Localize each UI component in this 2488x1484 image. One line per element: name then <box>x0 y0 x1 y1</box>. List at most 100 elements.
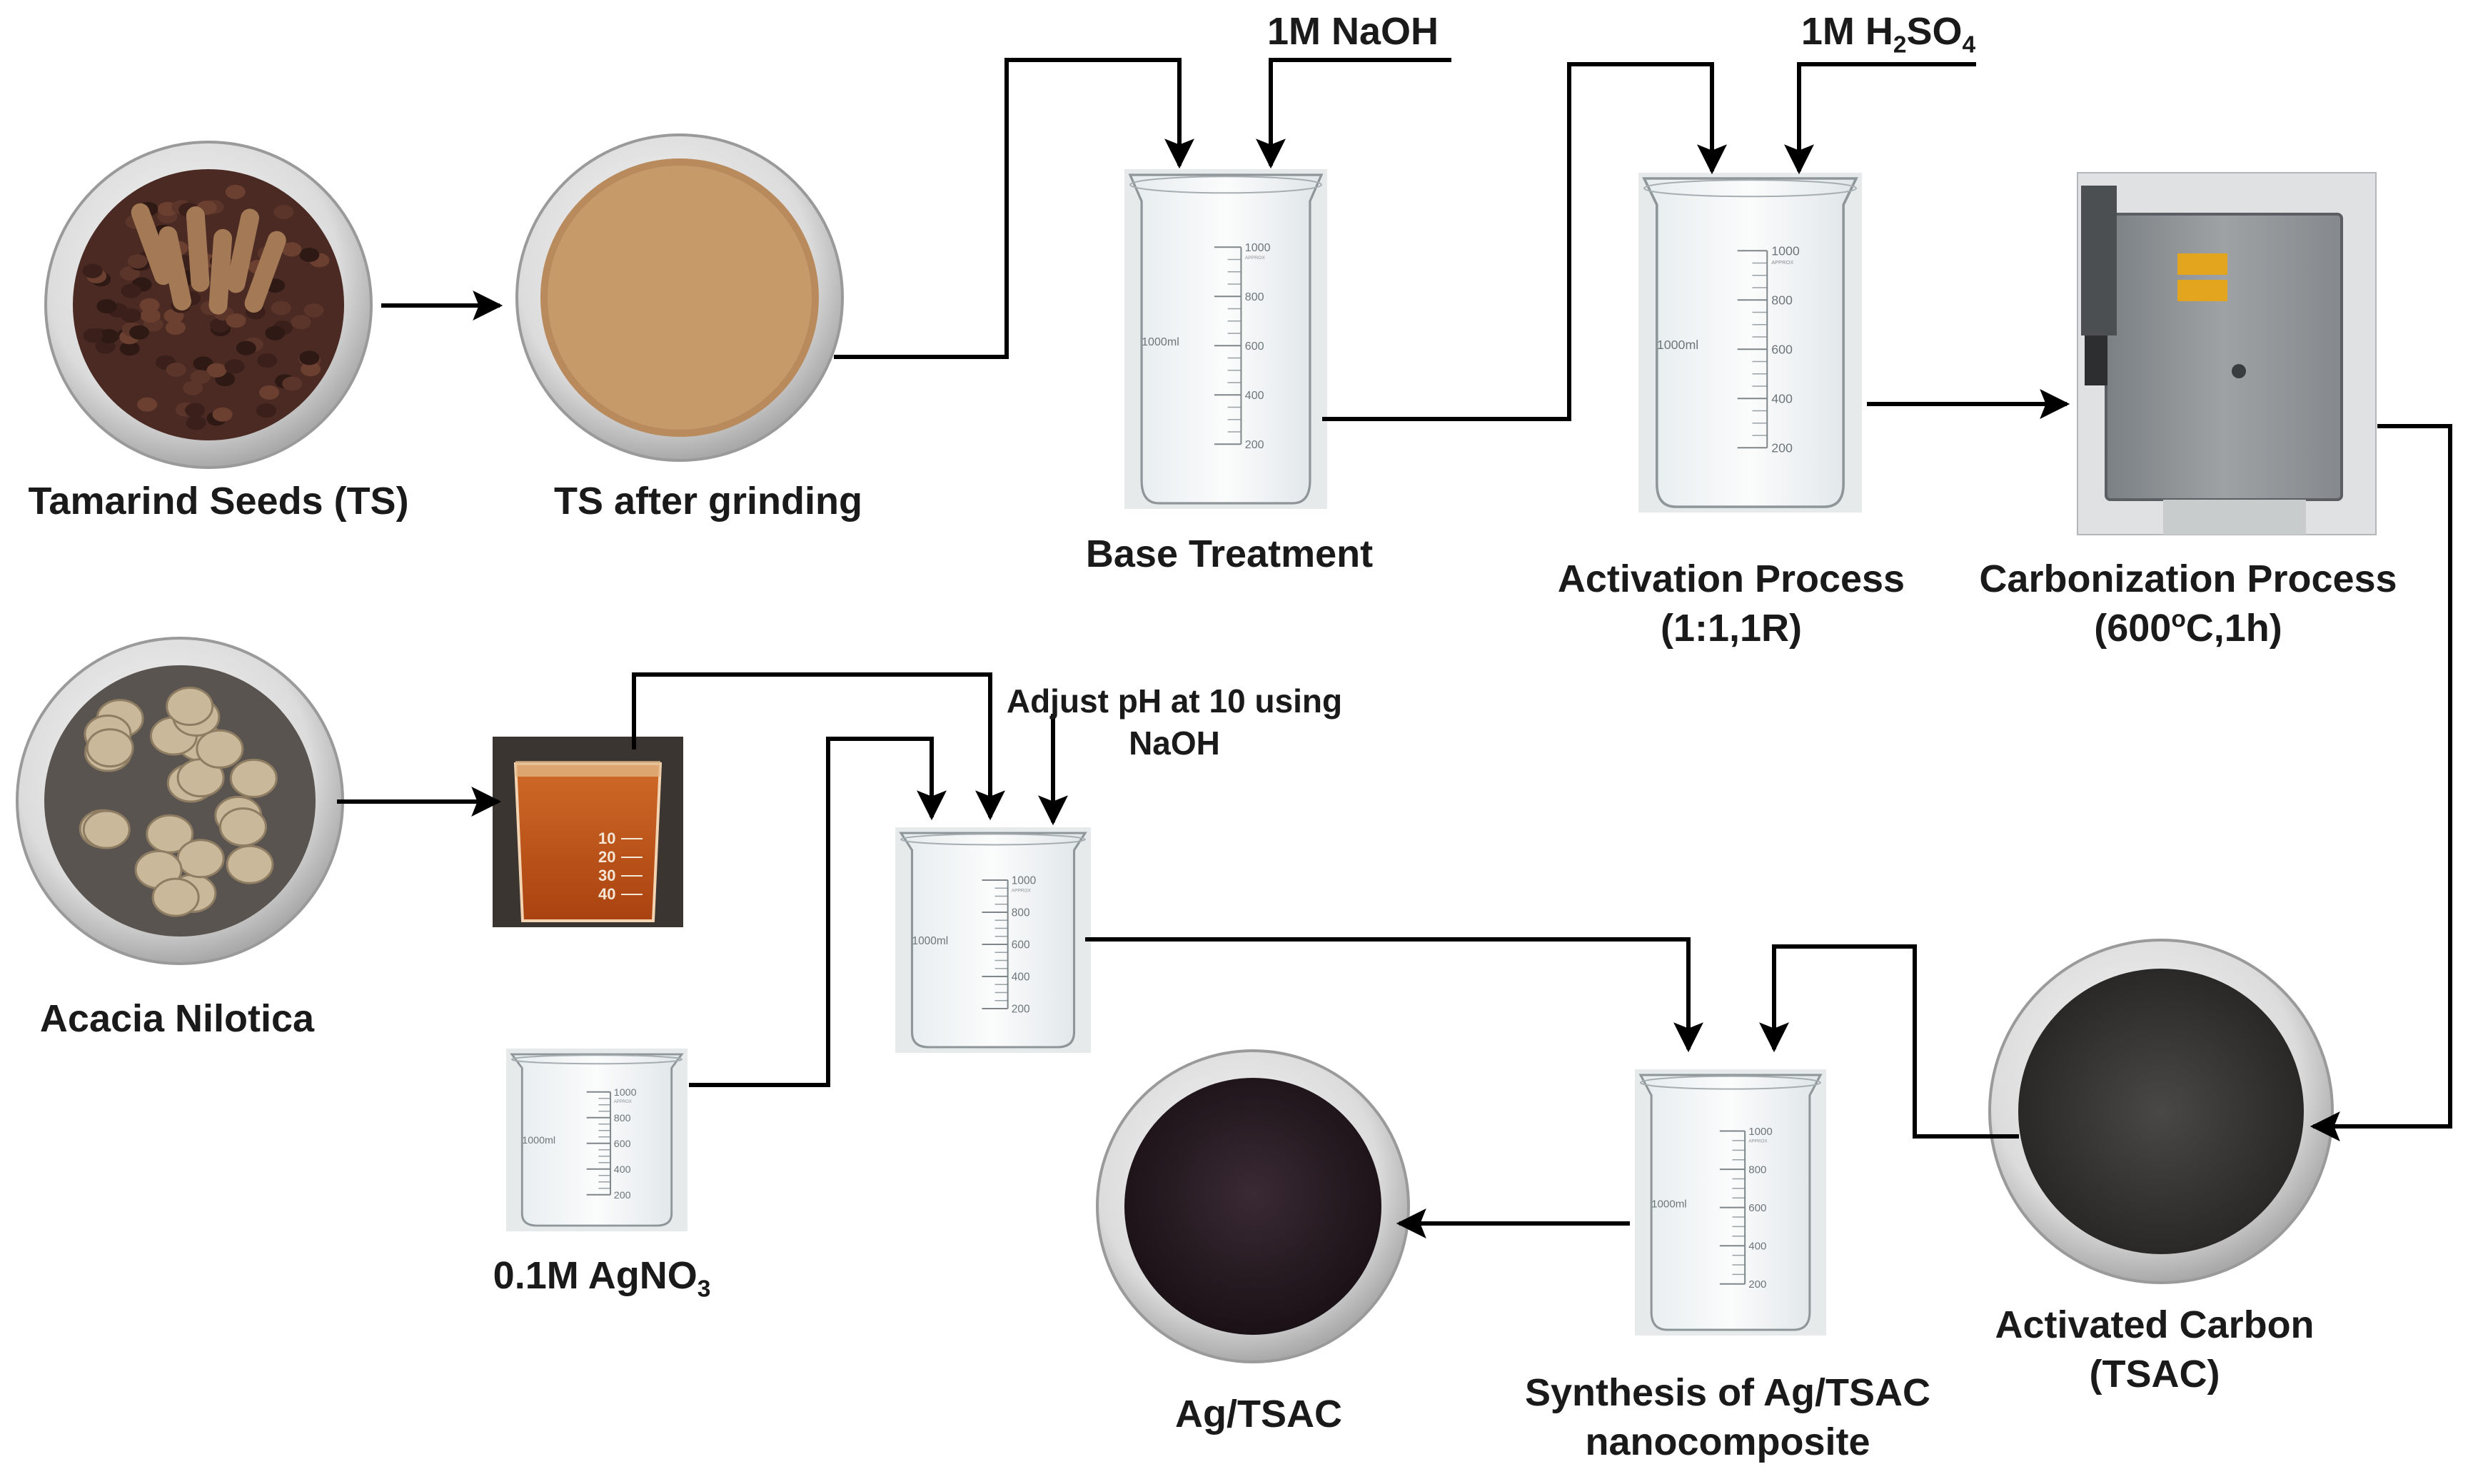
line-extract-to-mix <box>632 672 1005 821</box>
activated-carbon-dish <box>1988 939 2334 1284</box>
beaker-graduation: 1000 <box>1771 243 1800 258</box>
connectors <box>337 58 2452 1238</box>
seed-dot <box>212 407 233 422</box>
beaker-graduation: 400 <box>1748 1240 1766 1252</box>
seed-dot <box>291 315 311 330</box>
extract-graduation: 30 <box>598 867 615 884</box>
seed-dot <box>259 385 280 400</box>
acacia-nilotica-dish <box>16 637 344 965</box>
line-h2so4-to-activation <box>1784 62 1976 175</box>
line-naoh-to-base <box>1256 58 1451 169</box>
beaker-graduation: 600 <box>1771 342 1793 356</box>
seed-dot <box>281 242 302 257</box>
seed-dot <box>299 248 320 263</box>
beaker-graduation: 200 <box>1748 1278 1766 1291</box>
beaker-graduation: 200 <box>614 1190 631 1201</box>
tamarind-pod <box>186 206 210 292</box>
seed-dot <box>271 301 291 316</box>
beaker-graduation: 200 <box>1245 438 1264 451</box>
seed-dot <box>166 362 186 377</box>
beaker-approx-text: APPROX <box>1771 259 1793 266</box>
base-treatment-label: Base Treatment <box>1085 532 1374 575</box>
seed-dot <box>121 308 141 323</box>
beaker-graduation: 600 <box>614 1139 631 1150</box>
seed-dot <box>127 254 148 269</box>
seed-dot <box>139 298 160 313</box>
line-carbon-to-synthesis <box>1759 944 2019 1139</box>
carbonization-process-label: Carbonization Process (600oC,1h) <box>1979 557 2397 650</box>
acacia-piece <box>226 844 274 884</box>
acacia-nilotica-label: Acacia Nilotica <box>39 997 315 1040</box>
extract-graduation: 20 <box>598 848 615 866</box>
beaker-approx-text: APPROX <box>1012 888 1032 893</box>
beaker-graduation: 200 <box>1012 1003 1030 1015</box>
tamarind-pod <box>158 226 191 311</box>
beaker-graduation: 400 <box>1245 389 1264 402</box>
beaker-graduation: 400 <box>614 1164 631 1176</box>
seed-dot <box>137 397 158 412</box>
beaker-approx-text: APPROX <box>1748 1139 1768 1144</box>
beaker-graduation: 800 <box>614 1113 631 1124</box>
acacia-piece <box>176 839 225 879</box>
ag-tsac-label: Ag/TSAC <box>1175 1393 1342 1435</box>
beaker-volume-label: 1000ml <box>1657 338 1698 352</box>
beaker-graduation: 1000 <box>614 1087 637 1099</box>
line-carbonization-to-carbon <box>2310 424 2452 1141</box>
tamarind-pod <box>244 231 286 313</box>
line-base-to-activation <box>1322 62 1727 421</box>
beaker-graduation: 200 <box>1771 440 1793 455</box>
seed-dot <box>96 299 117 314</box>
seed-dot <box>273 205 294 220</box>
seed-dot <box>82 263 103 278</box>
seed-dot <box>140 308 161 323</box>
tamarind-seeds-dish <box>44 141 373 469</box>
acacia-piece <box>166 687 214 727</box>
carbonization-furnace <box>2077 172 2377 535</box>
seed-dot <box>226 313 246 328</box>
h2so4-reagent-label: 1M H2SO4 <box>1800 10 1976 59</box>
line-mix-to-synthesis <box>1085 937 1703 1053</box>
seed-dot <box>210 318 231 333</box>
acacia-piece <box>86 728 134 768</box>
seed-dot <box>301 362 321 377</box>
seed-dot <box>121 283 141 298</box>
beaker-graduation: 1000 <box>1245 241 1271 254</box>
tamarind-pod <box>208 228 233 315</box>
adjust-ph-label: Adjust pH at 10 using NaOH <box>1006 682 1343 762</box>
naoh-reagent-label: 1M NaOH <box>1266 10 1439 53</box>
acacia-piece <box>218 807 267 847</box>
activation-process-label: Activation Process (1:1,1R) <box>1557 557 1905 650</box>
beaker-graduation: 800 <box>1245 291 1264 303</box>
beaker-approx-text: APPROX <box>1245 256 1266 261</box>
acacia-piece <box>82 809 131 849</box>
tamarind-pod <box>226 208 260 293</box>
seed-dot <box>185 403 206 418</box>
seed-dot <box>99 328 119 343</box>
seed-dot <box>225 184 246 199</box>
seed-dot <box>256 403 276 418</box>
line-agno3-to-mix <box>689 737 947 1087</box>
seed-dot <box>119 341 140 356</box>
beaker-approx-text: APPROX <box>614 1100 632 1104</box>
ground-powder-dish <box>515 133 844 462</box>
beaker-graduation: 600 <box>1748 1202 1766 1214</box>
beaker-volume-label: 1000ml <box>1651 1198 1687 1211</box>
extract-graduation: 10 <box>598 829 615 847</box>
seed-dot <box>224 359 245 374</box>
seed-dot <box>183 380 203 395</box>
seed-dot <box>186 415 206 430</box>
synthesis-label: Synthesis of Ag/TSAC nanocomposite <box>1524 1371 1931 1464</box>
seed-dot <box>299 350 320 365</box>
seed-dot <box>236 340 256 355</box>
seed-dot <box>83 328 104 343</box>
beaker-graduation: 1000 <box>1012 874 1036 887</box>
beaker-volume-label: 1000ml <box>912 935 948 947</box>
seed-dot <box>206 363 227 378</box>
beaker-graduation: 800 <box>1771 293 1793 307</box>
tamarind-seeds-label: Tamarind Seeds (TS) <box>28 480 409 523</box>
